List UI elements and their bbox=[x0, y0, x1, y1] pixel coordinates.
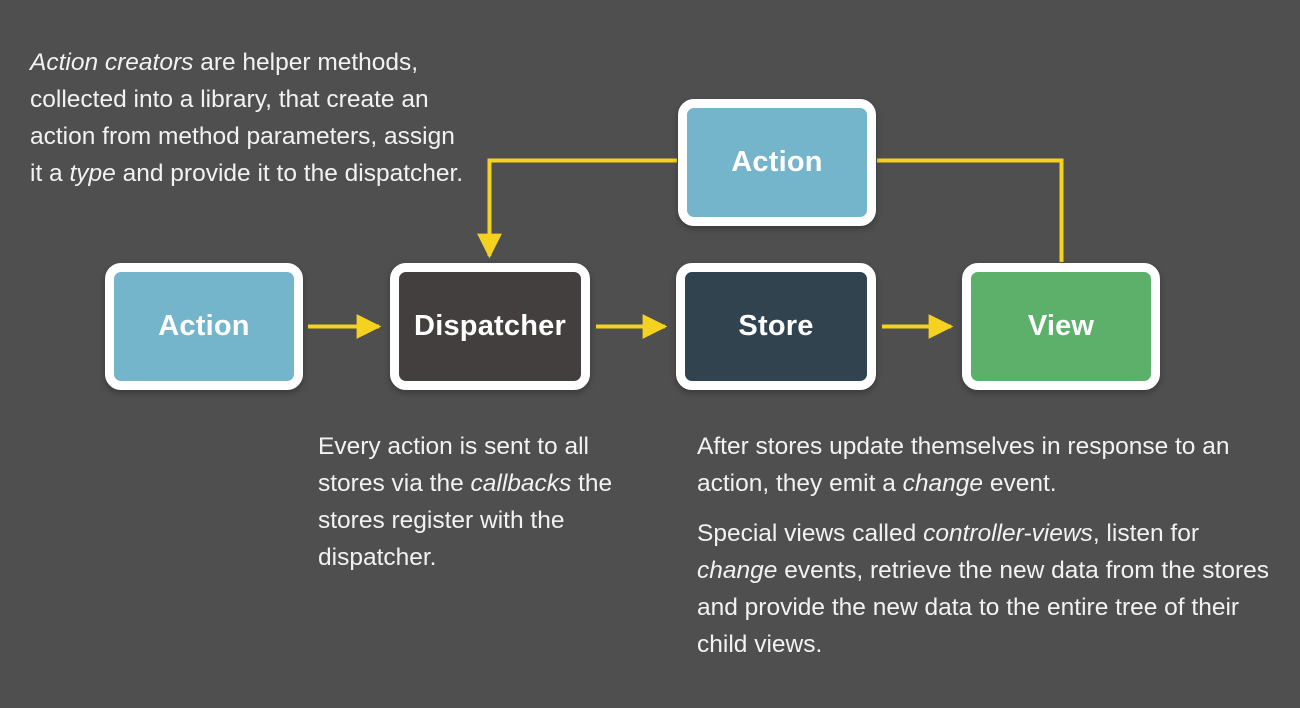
plain-text: After stores update themselves in respon… bbox=[697, 433, 1230, 497]
node-label: Dispatcher bbox=[414, 310, 566, 342]
plain-text: are helper methods, collected into a lib… bbox=[30, 49, 455, 187]
node-action-top[interactable]: Action bbox=[678, 99, 876, 226]
plain-text: Special views called bbox=[697, 520, 924, 547]
annotation-dispatcher: Every action is sent to all stores via t… bbox=[318, 428, 658, 576]
emphasis-text: change bbox=[902, 470, 984, 497]
plain-text: , listen for bbox=[1092, 520, 1200, 547]
annotation-action-creators: Action creators are helper methods, coll… bbox=[30, 44, 470, 192]
plain-text: Every action is sent to all stores via t… bbox=[318, 433, 589, 497]
node-action-left[interactable]: Action bbox=[105, 263, 303, 390]
node-label: Action bbox=[158, 310, 250, 342]
emphasis-text: change bbox=[697, 557, 778, 584]
plain-text: event. bbox=[983, 470, 1057, 497]
edge-view-to-action-top bbox=[877, 158, 1064, 262]
annotation-paragraph: Action creators are helper methods, coll… bbox=[30, 44, 470, 192]
plain-text: and provide it to the dispatcher. bbox=[115, 160, 464, 187]
node-dispatcher[interactable]: Dispatcher bbox=[390, 263, 590, 390]
node-view[interactable]: View bbox=[962, 263, 1160, 390]
annotation-paragraph: Every action is sent to all stores via t… bbox=[318, 428, 658, 576]
node-label: Action bbox=[731, 146, 823, 178]
plain-text: the stores register with the dispatcher. bbox=[318, 470, 613, 571]
emphasis-text: Action creators bbox=[30, 49, 194, 76]
node-label: Store bbox=[738, 310, 814, 342]
annotation-paragraph: Special views called controller-views, l… bbox=[697, 515, 1272, 663]
emphasis-text: callbacks bbox=[470, 470, 572, 497]
annotation-paragraph: After stores update themselves in respon… bbox=[697, 428, 1272, 502]
emphasis-text: type bbox=[69, 160, 116, 187]
edge-action-top-to-dispatcher bbox=[477, 158, 677, 259]
node-label: View bbox=[1027, 310, 1095, 342]
emphasis-text: controller-views bbox=[923, 520, 1093, 547]
plain-text: events, retrieve the new data from the s… bbox=[697, 557, 1269, 658]
annotation-store-view: After stores update themselves in respon… bbox=[697, 428, 1272, 663]
node-store[interactable]: Store bbox=[676, 263, 876, 390]
